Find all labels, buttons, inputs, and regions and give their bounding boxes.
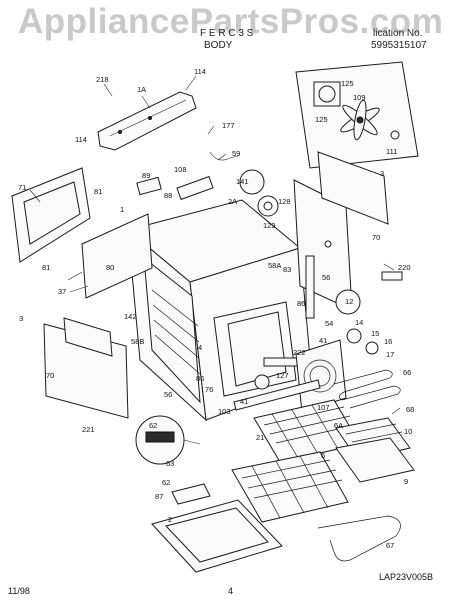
- oven-rack-upper: [253, 399, 361, 463]
- callout-41: 41: [240, 397, 248, 406]
- callout-221: 221: [82, 425, 95, 434]
- callout-2: 2: [168, 515, 172, 524]
- callout-1: 1: [120, 205, 124, 214]
- callout-56: 56: [322, 273, 330, 282]
- callout-12: 12: [345, 297, 353, 306]
- callout-15: 15: [371, 329, 379, 338]
- callout-66: 66: [403, 368, 411, 377]
- callout-54: 54: [325, 319, 333, 328]
- callout-17: 17: [386, 350, 394, 359]
- callout-58B: 58B: [131, 337, 144, 346]
- callout-142: 142: [124, 312, 137, 321]
- section-name: BODY: [204, 40, 233, 51]
- callout-108: 108: [174, 165, 187, 174]
- callout-114: 114: [75, 135, 87, 144]
- bake-element: [317, 515, 401, 562]
- vent-strip: [233, 379, 321, 411]
- callout-218: 218: [96, 75, 109, 84]
- callout-222: 222: [293, 348, 306, 357]
- callout-129: 129: [263, 221, 276, 230]
- callout-88: 88: [164, 191, 172, 200]
- small-hardware: [254, 255, 403, 390]
- broil-pan: [335, 417, 415, 483]
- callout-125: 125: [315, 115, 328, 124]
- lower-left-side-panel: [43, 317, 129, 419]
- callout-6: 6: [321, 451, 325, 460]
- oven-bottom-panel: [151, 499, 283, 573]
- publication-number: 5995315107: [371, 40, 427, 51]
- callout-76: 76: [205, 385, 213, 394]
- callout-70: 70: [372, 233, 380, 242]
- callout-111: 111: [386, 147, 397, 156]
- callout-67: 67: [386, 541, 394, 550]
- callout-56: 56: [164, 390, 172, 399]
- callout-37: 37: [58, 287, 66, 296]
- drawing-id: LAP23V005B: [379, 572, 434, 582]
- callout-68: 68: [406, 405, 414, 414]
- callout-80: 80: [106, 263, 114, 272]
- callout-86: 86: [196, 374, 204, 383]
- footer-date: 11/98: [8, 586, 30, 596]
- broil-element: [333, 369, 401, 409]
- callout-83: 83: [283, 265, 291, 274]
- callout-89: 89: [142, 171, 150, 180]
- callout-114: 114: [194, 67, 206, 76]
- leader-lines: [29, 75, 401, 445]
- footer-page-number: 4: [228, 586, 234, 596]
- callout-62: 62: [162, 478, 170, 487]
- door-frame: [213, 301, 297, 397]
- publication-label: lication No.: [373, 28, 423, 39]
- callout-81: 81: [94, 187, 102, 196]
- callout-1A: 1A: [137, 85, 146, 94]
- rear-bracket: [81, 213, 153, 299]
- callout-107: 107: [317, 403, 330, 412]
- callout-71: 71: [18, 183, 26, 192]
- callout-127: 127: [276, 371, 289, 380]
- callout-14: 14: [355, 318, 363, 327]
- section-code: F E R C 3 S: [200, 28, 254, 39]
- callout-10: 10: [404, 427, 412, 436]
- callout-70: 70: [46, 371, 54, 380]
- top-wiring-harness: [136, 151, 279, 217]
- callout-63: 63: [166, 459, 174, 468]
- callout-125: 125: [341, 79, 354, 88]
- callout-41: 41: [319, 336, 327, 345]
- callout-6A: 6A: [334, 421, 343, 430]
- callout-labels: 218 1A 114 114 177 59 125 109 125 111 71…: [18, 67, 414, 550]
- callout-87: 87: [155, 492, 163, 501]
- callout-177: 177: [222, 121, 235, 130]
- callout-62: 62: [149, 421, 157, 430]
- callout-103: 103: [218, 407, 231, 416]
- callout-3: 3: [380, 169, 384, 178]
- oven-rack-lower: [231, 451, 349, 523]
- callout-3: 3: [19, 314, 23, 323]
- callout-21: 21: [256, 433, 264, 442]
- convection-fan-assembly: [295, 61, 419, 169]
- callout-9: 9: [404, 477, 408, 486]
- callout-128: 128: [278, 197, 291, 206]
- callout-58A: 58A: [268, 261, 281, 270]
- callout-220: 220: [398, 263, 411, 272]
- callout-4: 4: [198, 343, 202, 352]
- callout-2A: 2A: [228, 197, 237, 206]
- top-rear-panel: [97, 91, 197, 151]
- callout-109: 109: [353, 93, 366, 102]
- watermark: AppliancePartsPros.com: [18, 2, 444, 41]
- callout-86: 86: [297, 299, 305, 308]
- callout-141: 141: [236, 177, 249, 186]
- callout-16: 16: [384, 337, 392, 346]
- callout-81: 81: [42, 263, 50, 272]
- callout-59: 59: [232, 149, 240, 158]
